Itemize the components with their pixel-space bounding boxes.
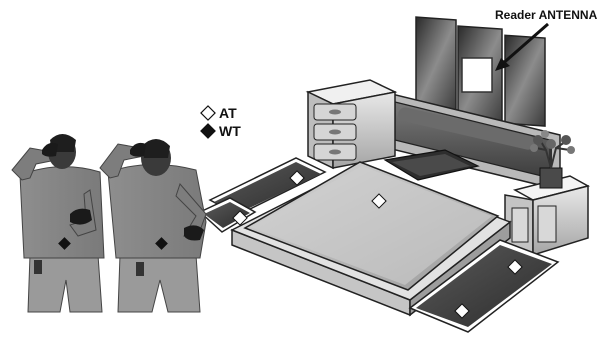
antenna-label: Reader ANTENNA bbox=[495, 8, 598, 22]
legend-at-label: AT bbox=[219, 105, 237, 121]
legend-at-symbol bbox=[201, 106, 215, 120]
person-left bbox=[12, 134, 104, 312]
person-right bbox=[100, 139, 206, 312]
dresser bbox=[308, 80, 395, 168]
picture-frame-left bbox=[416, 17, 456, 112]
reader-antenna bbox=[462, 58, 492, 92]
picture-frame-right bbox=[505, 35, 545, 126]
legend-wt-label: WT bbox=[219, 123, 241, 139]
legend-wt-symbol bbox=[201, 124, 215, 138]
legend: AT WT bbox=[201, 105, 241, 139]
